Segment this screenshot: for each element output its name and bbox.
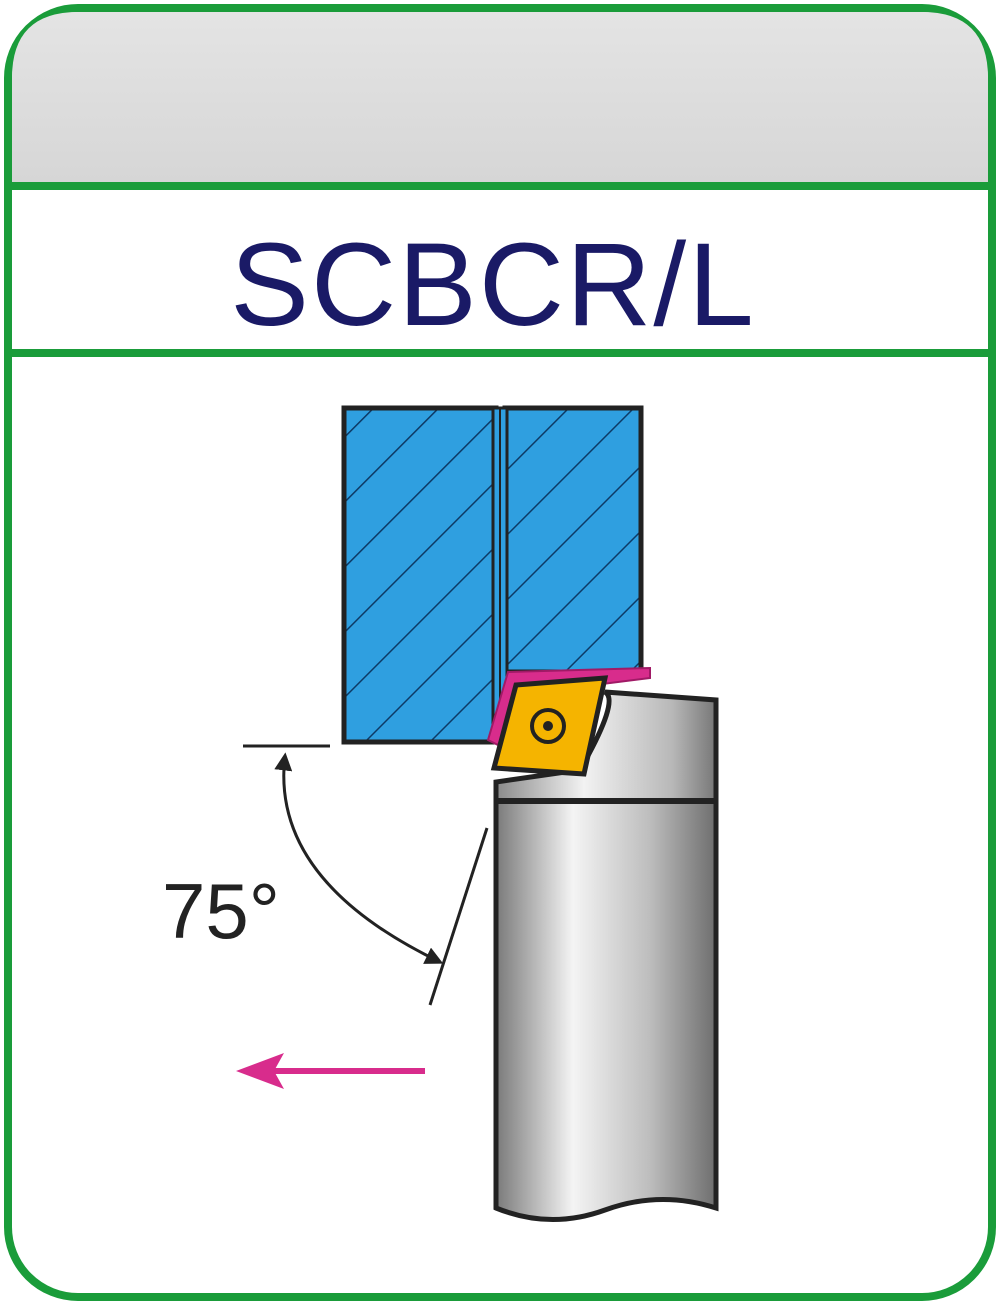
angle-dimension — [243, 744, 489, 1006]
page-title: SCBCR/L — [230, 219, 755, 351]
cutting-insert — [490, 675, 609, 777]
left-arrow-icon — [236, 1053, 425, 1089]
tool-holder — [493, 689, 719, 1223]
header-band — [12, 12, 988, 184]
angle-label: 75° — [162, 867, 280, 955]
